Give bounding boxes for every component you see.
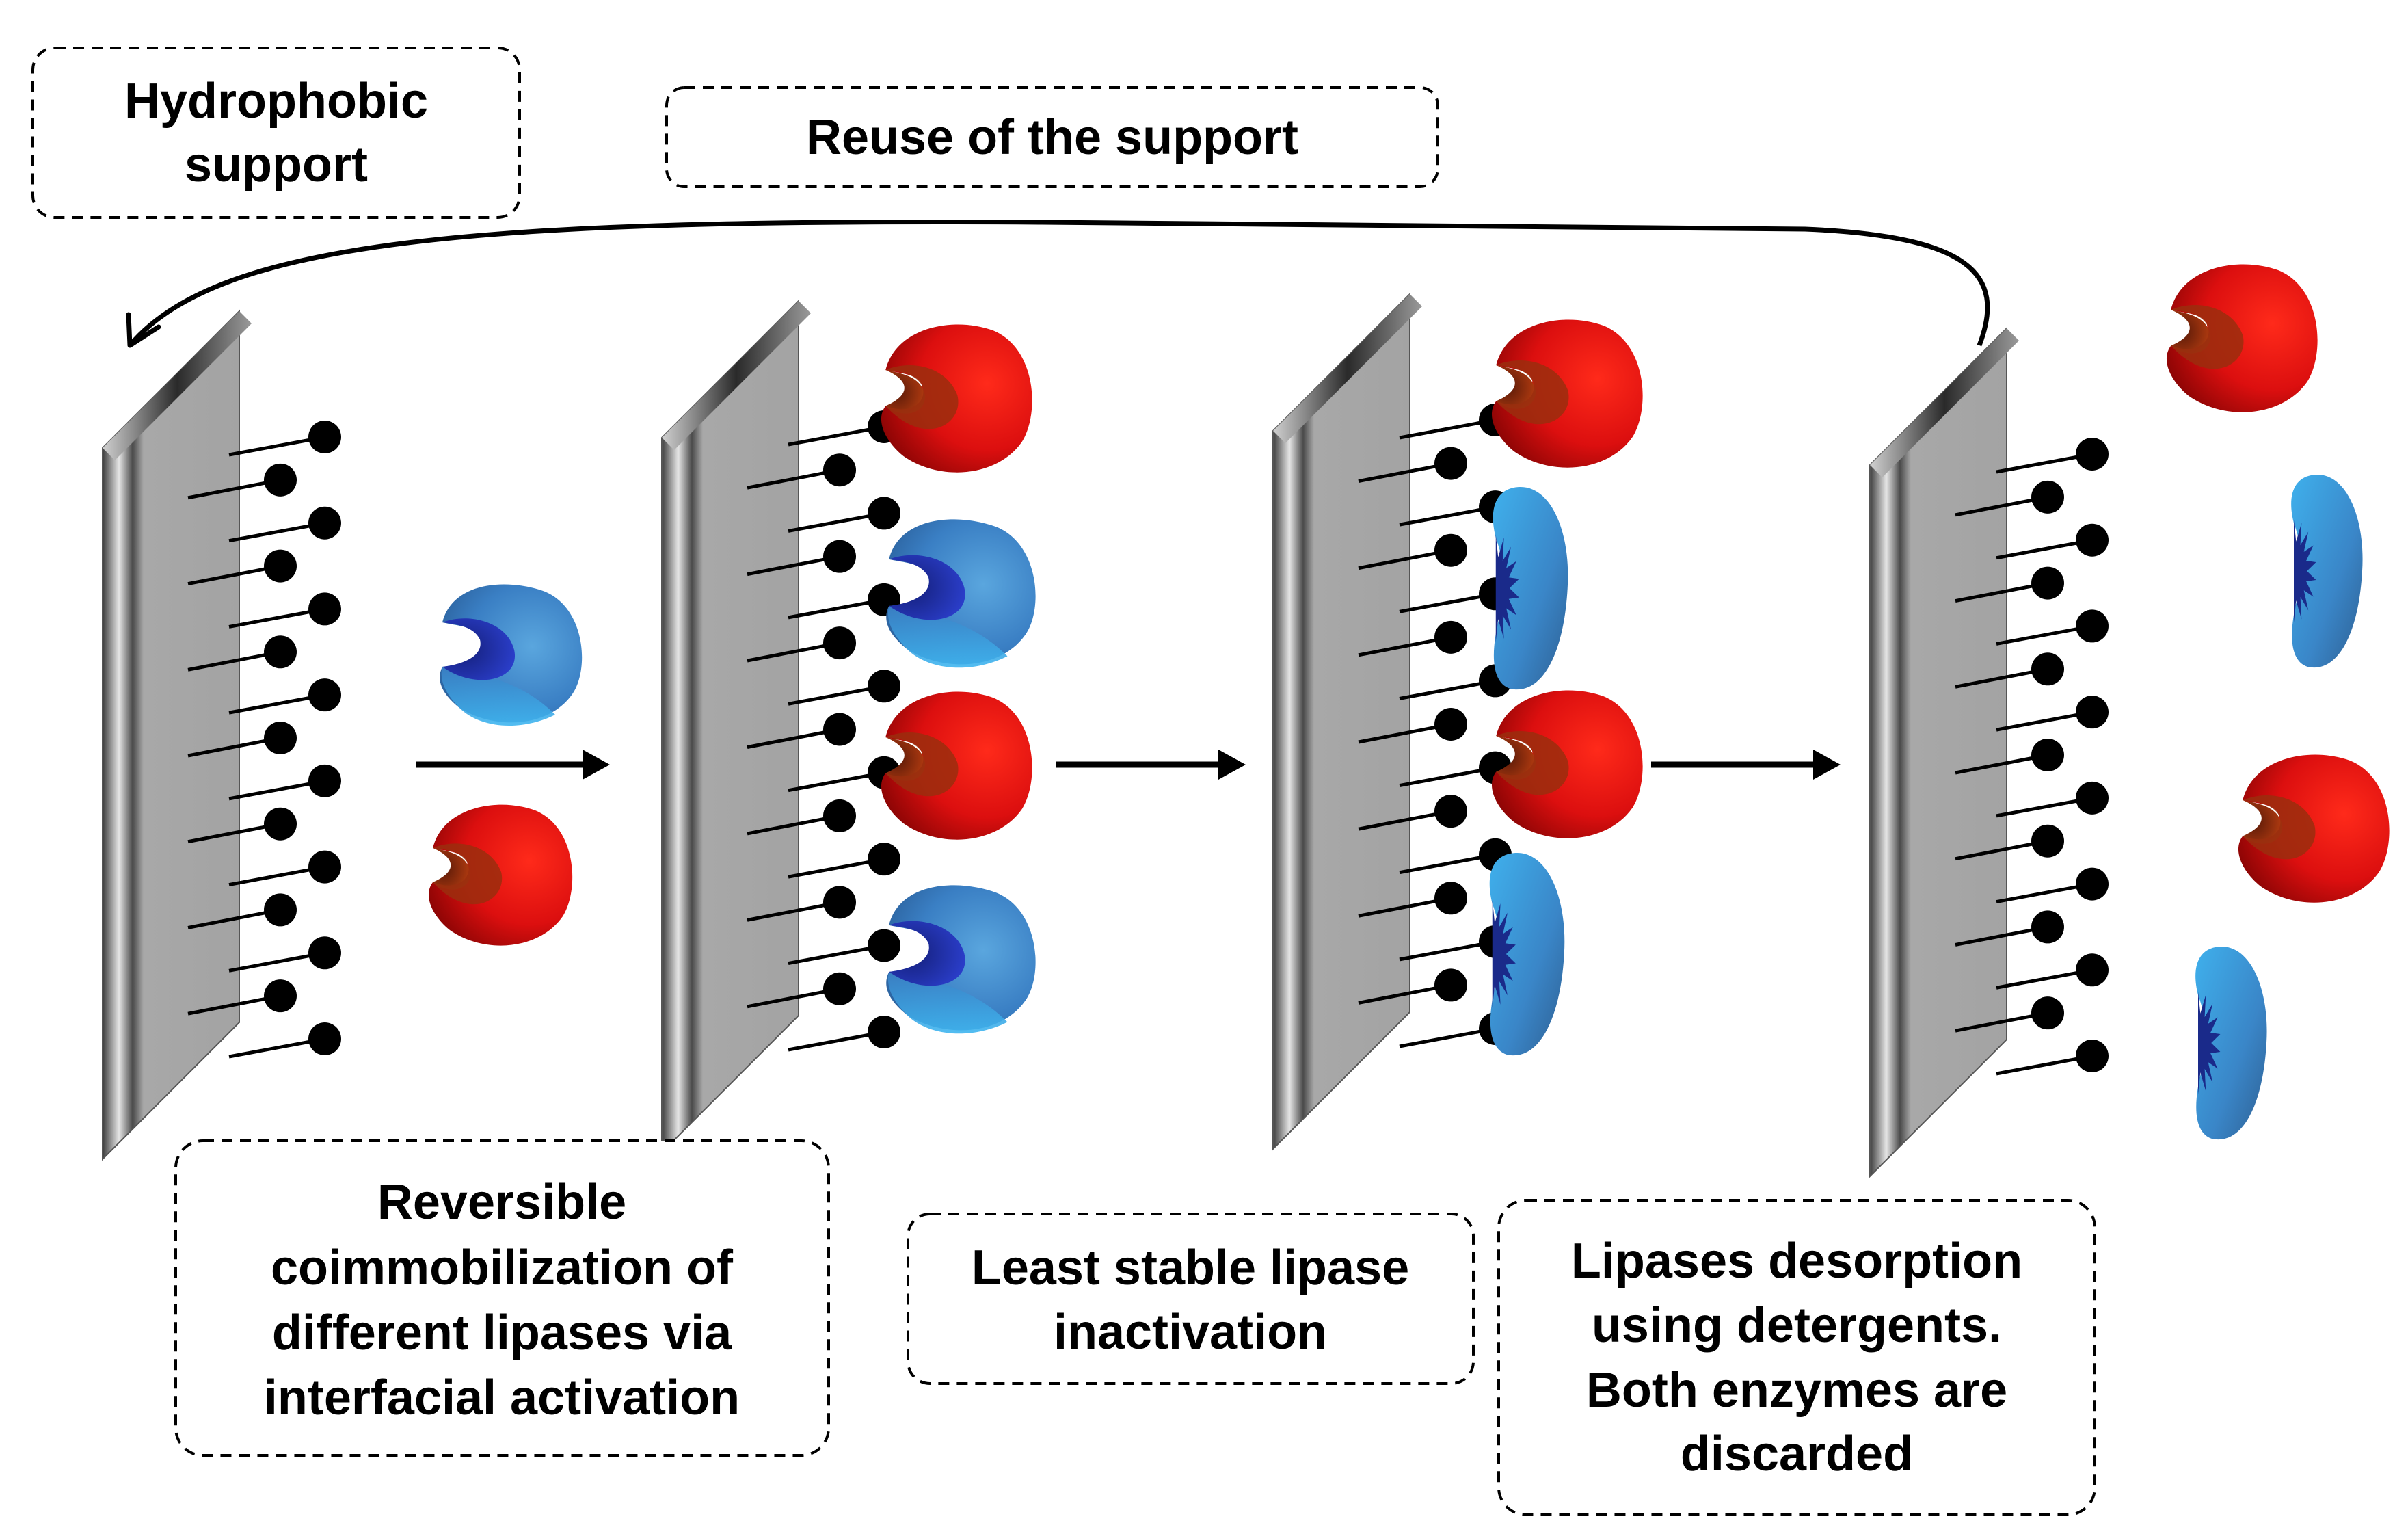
ligand-group — [1955, 438, 2109, 1076]
hydrophobic-ligand — [228, 421, 341, 457]
label-reuse-support: Reuse of the support — [665, 86, 1439, 188]
hydrophobic-ligand — [1399, 577, 1512, 613]
hydrophobic-ligand — [1955, 739, 2064, 775]
hydrophobic-ligand — [187, 722, 297, 758]
label-line: Reuse of the support — [806, 110, 1298, 165]
hydrophobic-ligand — [1955, 910, 2064, 947]
hydrophobic-ligand — [788, 583, 900, 620]
label-line: Least stable lipase — [972, 1241, 1409, 1295]
blue-lipase-active — [440, 584, 583, 726]
hydrophobic-support-panel — [1869, 326, 2109, 1178]
hydrophobic-ligand — [747, 626, 856, 663]
step-arrow-2 — [1056, 750, 1246, 780]
label-line: Reversible — [377, 1175, 626, 1230]
label-line: using detergents. — [1592, 1298, 2002, 1353]
blue-lipase-active — [886, 519, 1036, 668]
red-lipase-active — [429, 804, 573, 946]
hydrophobic-ligand — [228, 506, 341, 543]
hydrophobic-ligand — [747, 972, 856, 1009]
ligand-group — [747, 410, 900, 1052]
hydrophobic-ligand — [788, 843, 900, 879]
hydrophobic-ligand — [747, 713, 856, 749]
hydrophobic-support-panel — [1272, 292, 1512, 1151]
hydrophobic-ligand — [788, 1016, 900, 1052]
hydrophobic-ligand — [228, 850, 341, 887]
hydrophobic-ligand — [187, 635, 297, 672]
hydrophobic-ligand — [228, 936, 341, 973]
hydrophobic-ligand — [1996, 523, 2109, 560]
hydrophobic-ligand — [1996, 696, 2109, 732]
hydrophobic-ligand — [1996, 867, 2109, 904]
red-lipase-active — [881, 324, 1032, 473]
hydrophobic-ligand — [1358, 968, 1467, 1005]
hydrophobic-ligand — [1996, 438, 2109, 474]
hydrophobic-ligand — [228, 592, 341, 629]
label-line: Lipases desorption — [1571, 1234, 2022, 1288]
hydrophobic-ligand — [1358, 795, 1467, 831]
label-least-stable: Least stable lipase inactivation — [907, 1213, 1475, 1385]
hydrophobic-ligand — [788, 670, 900, 706]
hydrophobic-ligand — [1955, 652, 2064, 689]
hydrophobic-ligand — [228, 678, 341, 715]
blue-lipase-inactivated — [1489, 852, 1565, 1056]
hydrophobic-ligand — [187, 549, 297, 586]
label-line: discarded — [1681, 1427, 1913, 1481]
step-arrow-3 — [1651, 750, 1841, 780]
blue-lipase-active — [886, 885, 1036, 1034]
hydrophobic-ligand — [1996, 1040, 2109, 1076]
label-reversible-coimmobilization: Reversible coimmobilization of different… — [174, 1139, 830, 1457]
label-line: Hydrophobic — [124, 74, 428, 129]
hydrophobic-ligand — [788, 497, 900, 533]
hydrophobic-ligand — [1399, 664, 1512, 700]
label-line: support — [185, 137, 368, 192]
reuse-cycle-arrow — [128, 220, 1990, 347]
hydrophobic-support-panel — [661, 299, 900, 1154]
blue-lipase-inactivated — [2291, 475, 2363, 668]
hydrophobic-ligand — [1955, 824, 2064, 861]
hydrophobic-ligand — [747, 799, 856, 836]
hydrophobic-ligand — [747, 886, 856, 922]
blue-lipase-inactivated — [2195, 947, 2267, 1140]
red-lipase-active — [1491, 690, 1643, 838]
hydrophobic-ligand — [228, 1022, 341, 1059]
hydrophobic-ligand — [1955, 996, 2064, 1033]
hydrophobic-ligand — [187, 463, 297, 500]
label-line: coimmobilization of — [271, 1241, 734, 1295]
hydrophobic-support-panel — [102, 309, 341, 1161]
hydrophobic-ligand — [1358, 882, 1467, 918]
red-lipase-active — [2238, 754, 2390, 903]
label-line: inactivation — [1054, 1305, 1327, 1360]
hydrophobic-ligand — [1358, 708, 1467, 744]
hydrophobic-ligand — [187, 807, 297, 844]
hydrophobic-ligand — [788, 929, 900, 966]
label-line: different lipases via — [272, 1306, 732, 1360]
red-lipase-active — [881, 691, 1032, 840]
hydrophobic-ligand — [1996, 953, 2109, 990]
label-hydrophobic-support: Hydrophobic support — [31, 47, 521, 219]
label-desorption: Lipases desorption using detergents. Bot… — [1497, 1199, 2096, 1516]
hydrophobic-ligand — [1358, 620, 1467, 657]
hydrophobic-ligand — [747, 453, 856, 490]
hydrophobic-ligand — [187, 979, 297, 1016]
reuse-arrowhead — [126, 312, 161, 348]
hydrophobic-ligand — [1955, 480, 2064, 517]
step-arrow-1 — [416, 750, 610, 780]
blue-lipase-inactivated — [1493, 486, 1568, 690]
label-line: interfacial activation — [264, 1371, 740, 1425]
hydrophobic-ligand — [747, 540, 856, 577]
hydrophobic-ligand — [1996, 609, 2109, 646]
label-line: Both enzymes are — [1586, 1363, 2007, 1418]
hydrophobic-ligand — [1955, 566, 2064, 603]
red-lipase-active — [2166, 264, 2318, 412]
hydrophobic-ligand — [1358, 447, 1467, 484]
ligand-group — [187, 421, 341, 1059]
hydrophobic-ligand — [1996, 781, 2109, 818]
hydrophobic-ligand — [187, 893, 297, 929]
hydrophobic-ligand — [1358, 533, 1467, 570]
hydrophobic-ligand — [228, 764, 341, 801]
red-lipase-active — [1491, 319, 1643, 468]
